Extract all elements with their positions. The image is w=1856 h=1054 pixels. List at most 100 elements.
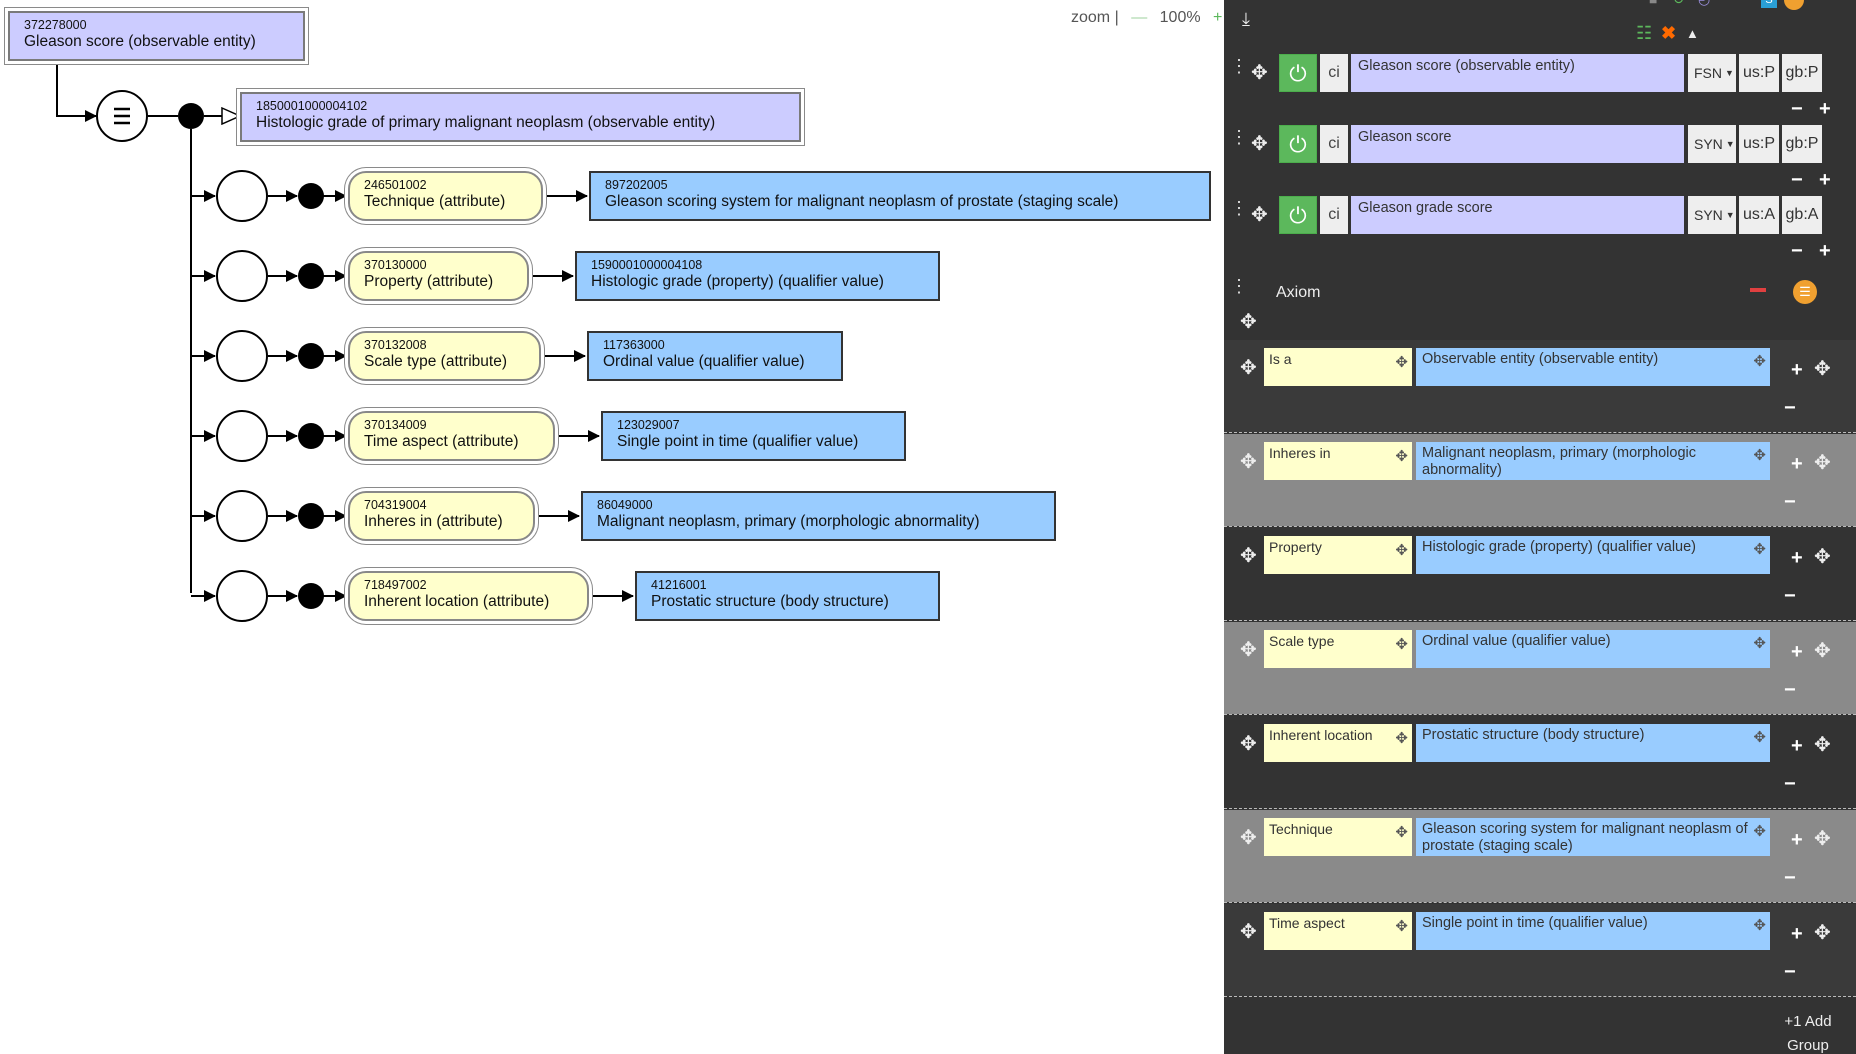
move-group-icon[interactable]: ✥ bbox=[1814, 452, 1831, 474]
relationship-type-field[interactable]: Is a✥ bbox=[1264, 348, 1412, 386]
case-significance-button[interactable]: ci bbox=[1320, 54, 1348, 92]
move-icon[interactable]: ✥ bbox=[1240, 311, 1257, 333]
relationship-type-field[interactable]: Time aspect✥ bbox=[1264, 912, 1412, 950]
drag-grip-icon[interactable]: ⋮ bbox=[1230, 127, 1248, 147]
remove-relationship-button[interactable]: − bbox=[1784, 679, 1796, 701]
relationship-type-field[interactable]: Scale type✥ bbox=[1264, 630, 1412, 668]
move-icon[interactable]: ✥ bbox=[1395, 354, 1408, 371]
us-acceptability-button[interactable]: us:P bbox=[1739, 125, 1779, 163]
move-icon[interactable]: ✥ bbox=[1240, 545, 1257, 567]
remove-description-button[interactable]: − bbox=[1791, 240, 1803, 262]
move-icon[interactable]: ✥ bbox=[1240, 357, 1257, 379]
drag-grip-icon[interactable]: ⋮ bbox=[1230, 198, 1248, 218]
move-icon[interactable]: ✥ bbox=[1753, 447, 1766, 464]
move-icon[interactable]: ✥ bbox=[1240, 827, 1257, 849]
case-significance-button[interactable]: ci bbox=[1320, 125, 1348, 163]
remove-description-button[interactable]: − bbox=[1791, 98, 1803, 120]
move-icon[interactable]: ✥ bbox=[1753, 635, 1766, 652]
relationship-target-field[interactable]: Single point in time (qualifier value)✥ bbox=[1416, 912, 1770, 950]
move-group-icon[interactable]: ✥ bbox=[1814, 828, 1831, 850]
move-icon[interactable]: ✥ bbox=[1753, 353, 1766, 370]
history-icon[interactable]: ↺ bbox=[1673, 0, 1685, 8]
move-icon[interactable]: ✥ bbox=[1251, 204, 1268, 226]
zoom-in-button[interactable]: + bbox=[1213, 9, 1223, 26]
axiom-menu-icon[interactable]: ☰ bbox=[1793, 280, 1817, 304]
relationship-target-field[interactable]: Gleason scoring system for malignant neo… bbox=[1416, 818, 1770, 856]
remove-relationship-button[interactable]: − bbox=[1784, 491, 1796, 513]
add-description-button[interactable]: + bbox=[1819, 98, 1831, 120]
move-icon[interactable]: ✥ bbox=[1753, 729, 1766, 746]
move-icon[interactable]: ✥ bbox=[1395, 824, 1408, 841]
gb-acceptability-button[interactable]: gb:P bbox=[1782, 125, 1822, 163]
move-icon[interactable]: ✥ bbox=[1240, 451, 1257, 473]
description-type-select[interactable]: FSN▼ bbox=[1688, 54, 1736, 92]
collapse-icon[interactable]: ▲ bbox=[1686, 26, 1699, 41]
add-relationship-button[interactable]: + bbox=[1791, 359, 1803, 381]
info-icon[interactable]: S bbox=[1761, 0, 1777, 8]
remove-relationship-button[interactable]: − bbox=[1784, 773, 1796, 795]
move-icon[interactable]: ✥ bbox=[1395, 542, 1408, 559]
move-icon[interactable]: ✥ bbox=[1395, 448, 1408, 465]
relationship-target-field[interactable]: Histologic grade (property) (qualifier v… bbox=[1416, 536, 1770, 574]
add-relationship-button[interactable]: + bbox=[1791, 453, 1803, 475]
add-group-button[interactable]: +1 Add Group bbox=[1760, 1010, 1856, 1054]
remove-relationship-button[interactable]: − bbox=[1784, 585, 1796, 607]
root-concept-box[interactable]: 372278000 Gleason score (observable enti… bbox=[8, 11, 305, 61]
description-term-input[interactable]: Gleason score (observable entity) bbox=[1351, 54, 1684, 92]
move-icon[interactable]: ✥ bbox=[1251, 133, 1268, 155]
gb-acceptability-button[interactable]: gb:A bbox=[1782, 196, 1822, 234]
move-icon[interactable]: ✥ bbox=[1395, 730, 1408, 747]
remove-description-button[interactable]: − bbox=[1791, 169, 1803, 191]
save-icon[interactable]: ■ bbox=[1649, 0, 1657, 8]
add-relationship-button[interactable]: + bbox=[1791, 829, 1803, 851]
close-icon[interactable]: ✖ bbox=[1661, 23, 1677, 43]
drag-grip-icon[interactable]: ⋮ bbox=[1230, 276, 1248, 296]
active-toggle-button[interactable]: ⏻ bbox=[1279, 125, 1317, 163]
drag-grip-icon[interactable]: ⋮ bbox=[1230, 56, 1248, 76]
description-type-select[interactable]: SYN▼ bbox=[1688, 196, 1736, 234]
clone-icon[interactable]: ☷ bbox=[1636, 23, 1653, 43]
add-relationship-button[interactable]: + bbox=[1791, 641, 1803, 663]
remove-relationship-button[interactable]: − bbox=[1784, 867, 1796, 889]
move-icon[interactable]: ✥ bbox=[1240, 921, 1257, 943]
relationship-target-field[interactable]: Malignant neoplasm, primary (morphologic… bbox=[1416, 442, 1770, 480]
move-icon[interactable]: ✥ bbox=[1251, 62, 1268, 84]
remove-relationship-button[interactable]: − bbox=[1784, 961, 1796, 983]
move-icon[interactable]: ✥ bbox=[1240, 639, 1257, 661]
relationship-target-field[interactable]: Ordinal value (qualifier value)✥ bbox=[1416, 630, 1770, 668]
add-relationship-button[interactable]: + bbox=[1791, 735, 1803, 757]
move-group-icon[interactable]: ✥ bbox=[1814, 358, 1831, 380]
move-icon[interactable]: ✥ bbox=[1753, 823, 1766, 840]
relationship-target-field[interactable]: Prostatic structure (body structure)✥ bbox=[1416, 724, 1770, 762]
parent-concept-box[interactable]: 1850001000004102 Histologic grade of pri… bbox=[240, 92, 801, 142]
time-icon[interactable]: ◴ bbox=[1698, 0, 1710, 8]
move-icon[interactable]: ✥ bbox=[1240, 733, 1257, 755]
move-group-icon[interactable]: ✥ bbox=[1814, 922, 1831, 944]
active-toggle-button[interactable]: ⏻ bbox=[1279, 54, 1317, 92]
case-significance-button[interactable]: ci bbox=[1320, 196, 1348, 234]
move-icon[interactable]: ✥ bbox=[1395, 918, 1408, 935]
remove-relationship-button[interactable]: − bbox=[1784, 397, 1796, 419]
zoom-out-button[interactable]: — bbox=[1131, 9, 1148, 26]
us-acceptability-button[interactable]: us:P bbox=[1739, 54, 1779, 92]
add-description-button[interactable]: + bbox=[1819, 240, 1831, 262]
relationship-type-field[interactable]: Inheres in✥ bbox=[1264, 442, 1412, 480]
move-group-icon[interactable]: ✥ bbox=[1814, 640, 1831, 662]
move-icon[interactable]: ✥ bbox=[1395, 636, 1408, 653]
move-group-icon[interactable]: ✥ bbox=[1814, 734, 1831, 756]
relationship-type-field[interactable]: Technique✥ bbox=[1264, 818, 1412, 856]
move-icon[interactable]: ✥ bbox=[1753, 541, 1766, 558]
move-icon[interactable]: ✥ bbox=[1753, 917, 1766, 934]
description-term-input[interactable]: Gleason score bbox=[1351, 125, 1684, 163]
